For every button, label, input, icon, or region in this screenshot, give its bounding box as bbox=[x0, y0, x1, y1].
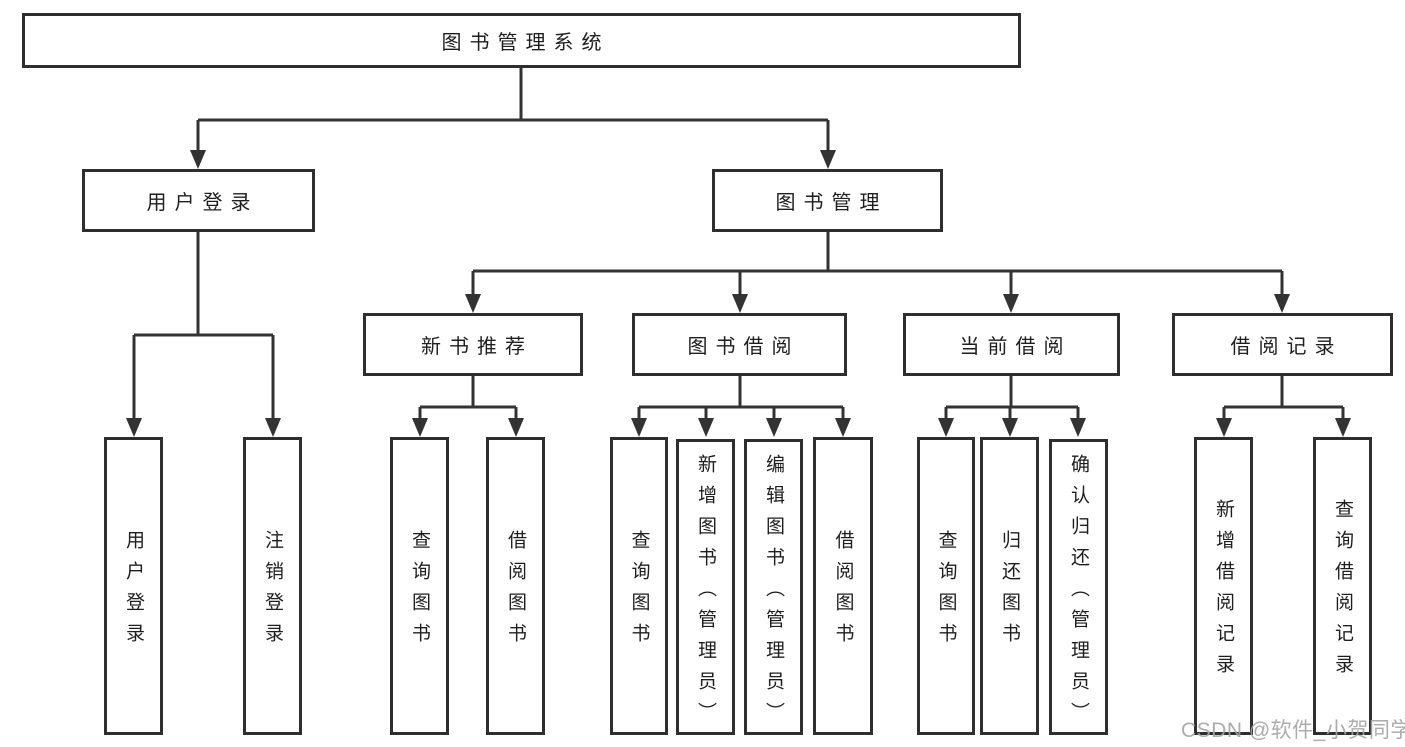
leaf-current-query-books-label: 查询图书 bbox=[935, 530, 957, 654]
leaf-borrow-add-books-admin-label: 新增图书（管理员） bbox=[695, 453, 716, 733]
node-root-label: 图书管理系统 bbox=[441, 32, 610, 54]
leaf-current-confirm-return-admin: 确认归还（管理员） bbox=[1049, 439, 1108, 735]
connector-new-book-children bbox=[418, 376, 518, 420]
arrowhead bbox=[412, 418, 428, 437]
leaf-records-query-record: 查询借阅记录 bbox=[1313, 437, 1372, 735]
arrowhead bbox=[1003, 294, 1019, 313]
node-current-borrow: 当前借阅 bbox=[903, 313, 1120, 376]
arrowhead bbox=[465, 294, 481, 313]
arrowhead bbox=[1274, 294, 1290, 313]
arrowhead bbox=[820, 150, 836, 169]
arrowhead bbox=[126, 418, 142, 437]
leaf-borrow-edit-books-admin: 编辑图书（管理员） bbox=[744, 439, 803, 735]
leaf-logout: 注销登录 bbox=[243, 437, 302, 735]
node-borrow-records: 借阅记录 bbox=[1172, 313, 1393, 376]
arrowhead bbox=[1335, 418, 1351, 437]
arrowhead bbox=[508, 418, 524, 437]
leaf-current-confirm-return-admin-label: 确认归还（管理员） bbox=[1068, 453, 1089, 733]
leaf-borrow-add-books-admin: 新增图书（管理员） bbox=[676, 439, 735, 735]
node-book-management-label: 图书管理 bbox=[775, 192, 888, 214]
connector-user-login-children bbox=[132, 232, 275, 420]
connector-current-borrow-children bbox=[944, 376, 1080, 420]
arrowhead bbox=[835, 418, 851, 437]
connector-lines bbox=[637, 376, 845, 420]
node-book-borrow-label: 图书借阅 bbox=[687, 336, 800, 358]
connector-lines bbox=[418, 376, 518, 420]
leaf-logout-label: 注销登录 bbox=[262, 530, 283, 654]
leaf-records-add-record: 新增借阅记录 bbox=[1194, 437, 1253, 735]
leaf-borrow-query-books: 查询图书 bbox=[610, 437, 668, 735]
connector-lines bbox=[944, 376, 1080, 420]
node-new-book-recommend-label: 新书推荐 bbox=[421, 336, 533, 358]
leaf-newbook-query-books-label: 查询图书 bbox=[409, 530, 430, 654]
arrowhead bbox=[938, 418, 954, 437]
arrowhead bbox=[265, 418, 281, 437]
arrowhead bbox=[190, 150, 206, 169]
leaf-current-return-books: 归还图书 bbox=[980, 437, 1039, 735]
connector-borrow-records-children bbox=[1222, 376, 1345, 420]
arrowhead bbox=[766, 418, 782, 437]
node-root: 图书管理系统 bbox=[22, 13, 1021, 68]
arrowhead bbox=[631, 418, 647, 437]
node-new-book-recommend: 新书推荐 bbox=[363, 313, 583, 376]
leaf-borrow-borrow-books: 借阅图书 bbox=[813, 437, 873, 735]
connector-lines bbox=[471, 232, 1284, 296]
connector-lines bbox=[132, 232, 275, 420]
leaf-records-add-record-label: 新增借阅记录 bbox=[1213, 499, 1234, 685]
leaf-user-login: 用户登录 bbox=[104, 437, 163, 735]
node-borrow-records-label: 借阅记录 bbox=[1230, 336, 1343, 358]
arrowheads bbox=[126, 150, 1351, 437]
arrowhead bbox=[1216, 418, 1232, 437]
node-user-login: 用户登录 bbox=[82, 169, 315, 232]
connector-lines bbox=[196, 68, 830, 152]
leaf-user-login-label: 用户登录 bbox=[123, 530, 144, 654]
leaf-newbook-borrow-books: 借阅图书 bbox=[486, 437, 545, 735]
arrowhead bbox=[1070, 418, 1086, 437]
node-user-login-label: 用户登录 bbox=[146, 192, 259, 214]
arrowhead bbox=[1002, 418, 1018, 437]
node-book-borrow: 图书借阅 bbox=[632, 313, 847, 376]
leaf-records-query-record-label: 查询借阅记录 bbox=[1332, 499, 1353, 685]
leaf-borrow-edit-books-admin-label: 编辑图书（管理员） bbox=[763, 453, 784, 733]
leaf-newbook-query-books: 查询图书 bbox=[390, 437, 449, 735]
leaf-current-return-books-label: 归还图书 bbox=[999, 530, 1020, 654]
watermark: CSDN @软件_小贺同学 bbox=[1181, 719, 1405, 742]
arrowhead bbox=[732, 294, 748, 313]
node-book-management: 图书管理 bbox=[712, 169, 943, 232]
connector-root-to-level2 bbox=[196, 68, 830, 152]
connector-book-borrow-children bbox=[637, 376, 845, 420]
leaf-newbook-borrow-books-label: 借阅图书 bbox=[505, 530, 526, 654]
leaf-borrow-borrow-books-label: 借阅图书 bbox=[832, 530, 854, 654]
node-current-borrow-label: 当前借阅 bbox=[959, 336, 1072, 358]
connector-book-management-children bbox=[471, 232, 1284, 296]
connector-lines bbox=[1222, 376, 1345, 420]
arrowhead bbox=[698, 418, 714, 437]
leaf-current-query-books: 查询图书 bbox=[917, 437, 975, 735]
leaf-borrow-query-books-label: 查询图书 bbox=[628, 530, 650, 654]
